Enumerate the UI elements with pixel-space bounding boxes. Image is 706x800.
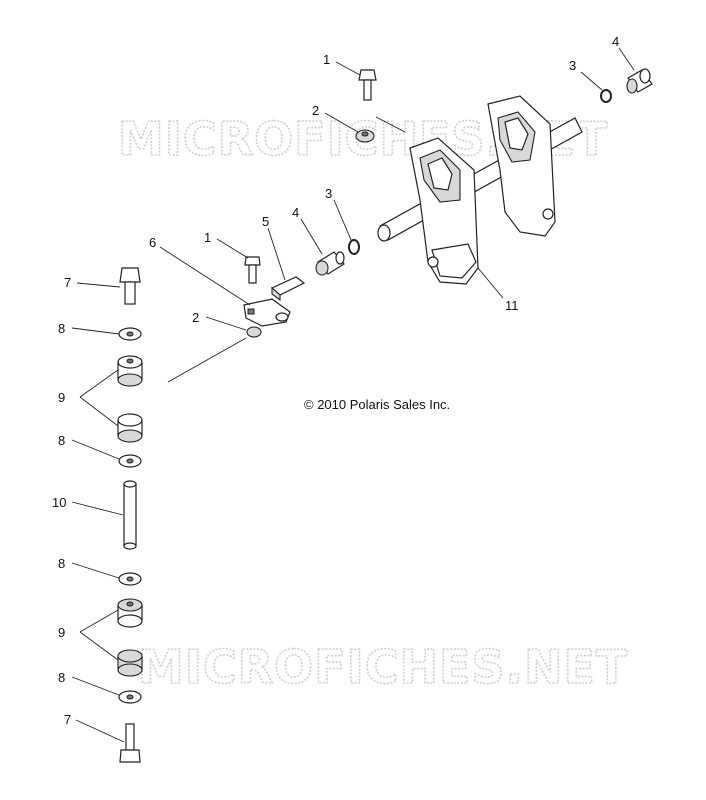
part-9-cushion-1 — [117, 355, 143, 387]
callout-11: 11 — [505, 298, 519, 313]
leader-lines — [71, 47, 635, 743]
part-7-bolt-bottom — [119, 723, 141, 763]
callout-4-upper-right: 4 — [612, 34, 619, 49]
part-4-bushing-middle — [315, 251, 345, 276]
part-5-shaft — [270, 276, 306, 302]
part-1-bolt-middle — [244, 256, 261, 284]
callout-8-4: 8 — [58, 670, 65, 685]
callout-9-top: 9 — [58, 390, 65, 405]
callout-9-bottom: 9 — [58, 625, 65, 640]
callout-7-bottom: 7 — [64, 712, 71, 727]
callout-6: 6 — [149, 235, 156, 250]
part-9-cushion-4 — [117, 649, 143, 677]
part-3-oring-upper-right — [600, 89, 612, 103]
part-11-steering-post — [377, 95, 583, 285]
callout-3-middle: 3 — [325, 186, 332, 201]
part-3-oring-middle — [348, 239, 360, 255]
callout-1-upper: 1 — [323, 52, 330, 67]
part-8-washer-2 — [118, 454, 142, 468]
watermark-bottom: MICROFICHES.NET — [138, 640, 628, 694]
callout-8-1: 8 — [58, 321, 65, 336]
part-1-bolt-upper — [358, 69, 377, 101]
callout-3-upper-right: 3 — [569, 58, 576, 73]
callout-2-upper: 2 — [312, 103, 319, 118]
part-8-washer-1 — [118, 327, 142, 341]
callout-labels: 1 2 3 4 3 4 5 1 6 11 2 7 8 9 8 10 8 9 8 … — [52, 34, 619, 727]
part-9-cushion-2 — [117, 413, 143, 443]
callout-8-2: 8 — [58, 433, 65, 448]
part-8-washer-3 — [118, 572, 142, 586]
part-10-spacer-tube — [123, 480, 137, 550]
callout-1-middle: 1 — [204, 230, 211, 245]
callout-8-3: 8 — [58, 556, 65, 571]
part-6-arm — [243, 298, 291, 327]
callout-10: 10 — [52, 495, 66, 510]
part-2-nut-middle — [246, 326, 262, 338]
callout-5: 5 — [262, 214, 269, 229]
callout-4-middle: 4 — [292, 205, 299, 220]
part-9-cushion-3 — [117, 598, 143, 628]
callout-2-middle: 2 — [192, 310, 199, 325]
part-2-nut-upper — [355, 129, 375, 143]
part-8-washer-4 — [118, 690, 142, 704]
part-7-bolt-top — [119, 267, 141, 305]
part-4-bushing-upper-right — [626, 68, 653, 94]
callout-7-top: 7 — [64, 275, 71, 290]
copyright-text: © 2010 Polaris Sales Inc. — [304, 397, 450, 412]
